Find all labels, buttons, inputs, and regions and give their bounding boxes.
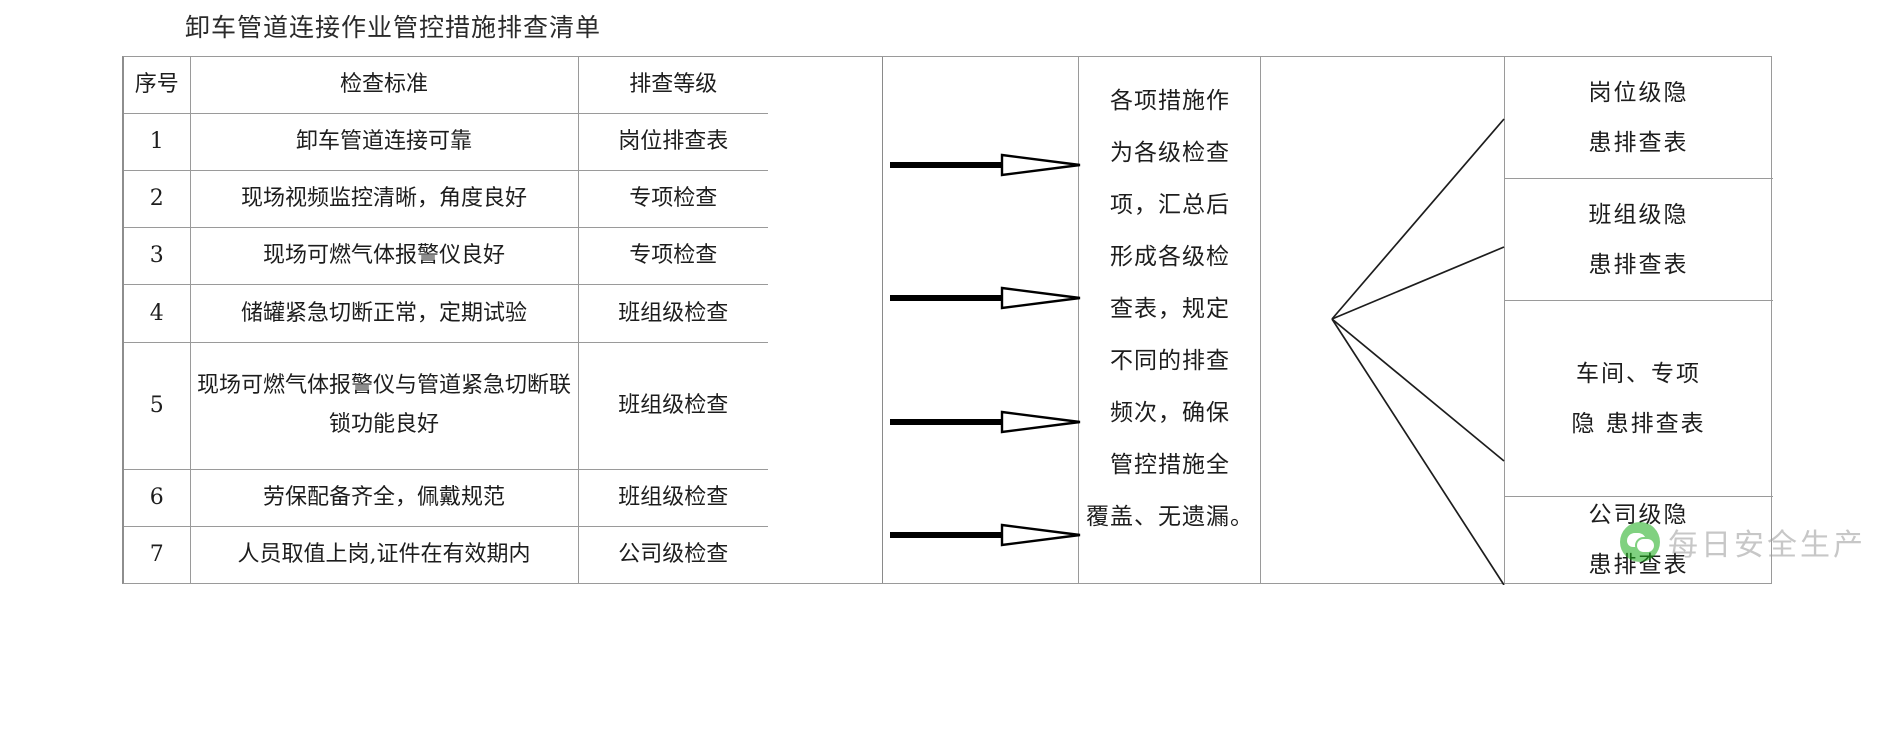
- center-note: 各项措施作 为各级检查 项，汇总后 形成各级检 查表，规定 不同的排查 频次，确…: [1084, 67, 1256, 577]
- table-row: 2 现场视频监控清晰，角度良好 专项检查: [124, 170, 768, 229]
- cell-level-7: 公司级检查: [618, 542, 729, 568]
- cell-level-4: 班组级检查: [578, 284, 768, 343]
- cell-no-5: 5: [124, 342, 191, 470]
- cell-standard-4: 储罐紧急切断正常，定期试验: [190, 284, 579, 343]
- flow-arrow-1: [890, 152, 1086, 178]
- cell-standard-2: 现场视频监控清晰，角度良好: [190, 170, 579, 229]
- watermark: 每日安全生产: [1620, 520, 1866, 564]
- fan-line-1: [1331, 118, 1505, 320]
- cell-no-6: 6: [124, 469, 191, 528]
- output-box-line: 车间、专项: [1576, 360, 1701, 387]
- center-note-line: 查表，规定: [1110, 295, 1230, 322]
- arrow-right-hollow-head-icon: [890, 286, 1081, 310]
- table-row: 7 人员取值上岗,证件在有效期内 公司级检查: [124, 526, 768, 583]
- table-row: 1 卸车管道连接可靠 岗位排查表: [124, 113, 768, 172]
- table-row: 5 现场可燃气体报警仪与管道紧急切断联锁功能良好 班组级检查: [124, 342, 768, 470]
- arrow-right-hollow-head-icon: [890, 153, 1081, 177]
- watermark-text: 每日安全生产: [1668, 528, 1866, 563]
- divider-arrows-left: [882, 57, 883, 583]
- cell-level-3: 专项检查: [578, 227, 768, 286]
- cell-level-2: 专项检查: [578, 170, 768, 229]
- output-box-line: 隐 患排查表: [1571, 410, 1706, 437]
- cell-no-3: 3: [124, 227, 191, 286]
- cell-no-4: 4: [124, 284, 191, 343]
- output-box-team-level: 班组级隐 患排查表: [1504, 179, 1773, 301]
- cell-no-2: 2: [124, 170, 191, 229]
- center-note-line: 不同的排查: [1110, 347, 1230, 374]
- cell-standard-6: 劳保配备齐全，佩戴规范: [190, 469, 579, 528]
- cell-standard-5: 现场可燃气体报警仪与管道紧急切断联锁功能良好: [190, 342, 579, 470]
- table-header-row: 序号 检查标准 排查等级: [124, 57, 768, 114]
- output-box-line: 患排查表: [1588, 251, 1689, 278]
- column-header-level: 排查等级: [578, 57, 768, 114]
- flow-arrow-3: [890, 409, 1086, 435]
- arrow-right-hollow-head-icon: [890, 523, 1081, 547]
- table-row: 6 劳保配备齐全，佩戴规范 班组级检查: [124, 469, 768, 528]
- cell-standard-7: 人员取值上岗,证件在有效期内: [190, 526, 579, 583]
- cell-no-7: 7: [124, 526, 191, 583]
- center-note-line: 频次，确保: [1110, 399, 1230, 426]
- center-note-line: 覆盖、无遗漏。: [1086, 503, 1254, 530]
- diagram-frame: 序号 检查标准 排查等级 1 卸车管道连接可靠 岗位排查表 2 现场视频监控清晰…: [122, 56, 1773, 585]
- output-box-line: 班组级隐: [1588, 201, 1689, 228]
- column-header-no: 序号: [124, 57, 191, 114]
- flow-arrow-2: [890, 285, 1086, 311]
- cell-standard-1: 卸车管道连接可靠: [190, 113, 579, 172]
- column-header-standard: 检查标准: [190, 57, 579, 114]
- table-row: 3 现场可燃气体报警仪良好 专项检查: [124, 227, 768, 286]
- center-note-line: 各项措施作: [1110, 87, 1230, 114]
- output-box-line: 岗位级隐: [1588, 79, 1689, 106]
- center-note-line: 形成各级检: [1110, 243, 1230, 270]
- page-title: 卸车管道连接作业管控措施排查清单: [185, 13, 602, 42]
- cell-standard-3: 现场可燃气体报警仪良好: [190, 227, 579, 286]
- fan-line-4: [1331, 318, 1505, 585]
- cell-level-5: 班组级检查: [578, 342, 768, 470]
- cell-no-1: 1: [124, 113, 191, 172]
- flow-arrow-4: [890, 522, 1086, 548]
- cell-level-6: 班组级检查: [578, 469, 768, 528]
- arrow-right-hollow-head-icon: [890, 410, 1081, 434]
- divider-arrows-right: [1078, 57, 1079, 583]
- divider-note-right: [1260, 57, 1261, 583]
- output-box-workshop-special: 车间、专项 隐 患排查表: [1504, 301, 1773, 497]
- fan-line-2: [1331, 246, 1505, 320]
- table-row: 4 储罐紧急切断正常，定期试验 班组级检查: [124, 284, 768, 343]
- center-note-line: 管控措施全: [1110, 451, 1230, 478]
- output-box-line: 患排查表: [1588, 129, 1689, 156]
- fan-line-3: [1331, 318, 1505, 462]
- checklist-table: 序号 检查标准 排查等级 1 卸车管道连接可靠 岗位排查表 2 现场视频监控清晰…: [124, 57, 768, 583]
- wechat-logo-icon: [1620, 522, 1660, 562]
- output-box-post-level: 岗位级隐 患排查表: [1504, 57, 1773, 179]
- center-note-line: 为各级检查: [1110, 139, 1230, 166]
- center-note-line: 项，汇总后: [1110, 191, 1230, 218]
- cell-level-1: 岗位排查表: [578, 113, 768, 172]
